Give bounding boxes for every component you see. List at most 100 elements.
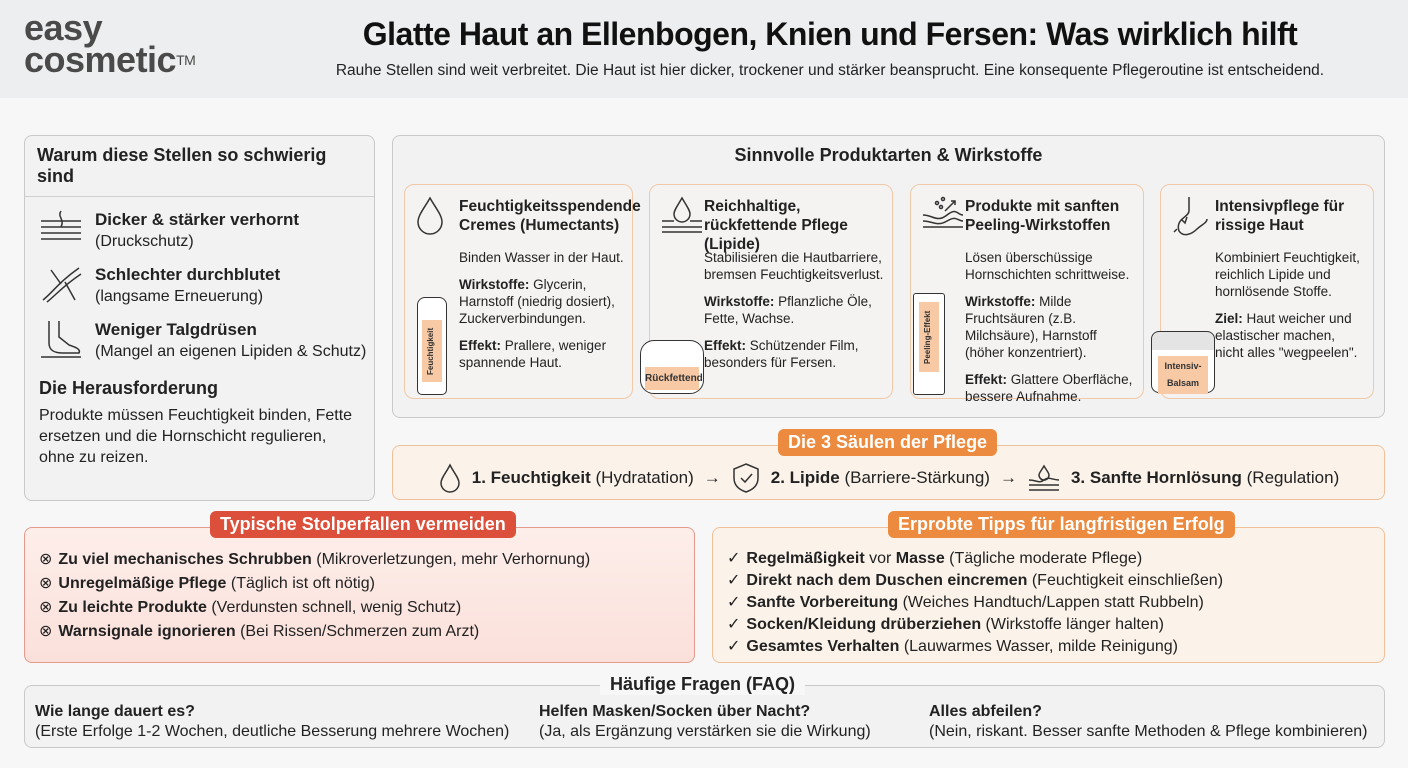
products-title: Sinnvolle Produktarten & Wirkstoffe [734,145,1043,165]
cross-circle-icon: ⊗ [39,599,53,616]
card-title: Intensivpflege für rissige Haut [1215,198,1345,234]
pitfall-text: (Täglich ist oft nötig) [226,575,375,592]
card-text: Prallere, weniger spannende Haut. [459,338,607,370]
card-text: Milde Fruchtsäuren (z.B. Milchsäure), Ha… [965,294,1097,360]
arrow-icon: → [999,468,1017,487]
faq-answer: (Erste Erfolge 1-2 Wochen, deutliche Bes… [35,723,510,740]
skin-layers-icon [41,210,81,240]
card-label: Effekt: [459,338,502,353]
logo-line2: cosmetic [24,39,177,80]
faq-answer: (Nein, riskant. Besser sanfte Methoden &… [929,723,1368,740]
pitfall-text: (Mikroverletzungen, mehr Verhornung) [311,551,591,568]
product-card: Produkte mit sanften Peeling-Wirkstoffen… [910,184,1144,404]
faq-answer: (Ja, als Ergänzung verstärken sie die Wi… [539,723,871,740]
tip-item: ✓Direkt nach dem Duschen eincremen (Feuc… [727,570,1223,592]
droplet-icon [439,463,460,493]
card-label: Ziel: [1215,311,1243,326]
faq-item: Alles abfeilen? (Nein, riskant. Besser sa… [929,702,1367,742]
tips-badge: Erprobte Tipps für langfristigen Erfolg [888,511,1235,538]
product-card: Intensivpflege für rissige Haut Kombinie… [1151,184,1374,399]
pitfall-bold: Zu leichte Produkte [58,599,207,616]
reason-text: (Druckschutz) [95,233,194,250]
card-desc: Stabilisieren die Hautbarriere, bremsen … [704,250,884,282]
logo-line1: easy [24,7,103,48]
check-icon: ✓ [727,616,741,633]
challenge-title: Die Herausforderung [39,378,219,398]
card-label: Effekt: [704,338,747,353]
product-label: Rückfettend [645,367,703,390]
skin-regulation-icon [1028,464,1059,491]
reason-item: Weniger Talgdrüsen(Mangel an eigenen Lip… [39,319,374,362]
cross-circle-icon: ⊗ [39,551,53,568]
blood-vessel-icon [42,267,82,303]
pillars-panel: 1. Feuchtigkeit (Hydratation) → 2. Lipid… [392,445,1385,500]
page-subtitle: Rauhe Stellen sind weit verbreitet. Die … [335,62,1325,79]
reason-text: (Mangel an eigenen Lipiden & Schutz) [95,343,367,360]
pitfall-item: ⊗Warnsignale ignorieren (Bei Rissen/Schm… [39,620,590,644]
pitfalls-badge: Typische Stolperfallen vermeiden [210,511,516,538]
tip-item: ✓Gesamtes Verhalten (Lauwarmes Wasser, m… [727,636,1223,658]
pitfall-item: ⊗ Zu viel mechanisches Schrubben (Mikrove… [39,548,590,572]
check-icon: ✓ [727,638,741,655]
product-card: Feuchtigkeitsspendende Cremes (Humectant… [404,184,641,399]
cross-circle-icon: ⊗ [39,575,53,592]
reason-item: Schlechter durchblutet (langsame Erneueru… [39,264,374,307]
pitfall-item: ⊗ Zu leichte Produkte (Verdunsten schnell… [39,596,590,620]
check-icon: ✓ [727,550,741,567]
foot-icon [41,321,81,358]
faq-question: Helfen Masken/Socken über Nacht? [539,703,811,720]
faq-item: Helfen Masken/Socken über Nacht? (Ja, als… [539,702,871,742]
droplet-icon [417,196,443,235]
card-text: Glattere Oberfläche, bessere Aufnahme. [965,372,1133,404]
card-text: Glycerin, Harnstoff (niedrig dosiert), Z… [459,277,615,326]
pillar-text: (Hydratation) [590,468,694,487]
pitfall-text: (Verdunsten schnell, wenig Schutz) [206,599,462,616]
logo-tm: TM [176,52,196,68]
card-title: Produkte mit sanften Peeling-Wirkstoffen [965,198,1120,234]
jar-image: Rückfettend [640,340,704,394]
reason-bold: Dicker & stärker verhornt [95,210,300,229]
pitfall-item: ⊗Unregelmäßige Pflege (Täglich ist oft n… [39,572,590,596]
product-label: Feuchtigkeit [422,320,442,382]
cracked-heel-icon [1173,197,1208,236]
pillar-bold: 2. Lipide [770,468,840,487]
tube-image: Peeling-Effekt [913,293,945,395]
tip-text: (Lauwarmes Wasser, milde Reinigung) [899,638,1178,655]
reason-text: (langsame Erneuerung) [95,288,264,305]
pillar-2: 2. Lipide (Barriere-Stärkung) [771,468,990,488]
balm-jar-image: Intensiv-Balsam [1151,331,1215,394]
tip-item: ✓Sanfte Vorbereitung (Weiches Handtuch/L… [727,592,1223,614]
faq-question: Wie lange dauert es? [35,703,195,720]
tip-item: ✓ Socken/Kleidung drüberziehen (Wirkstoff… [727,614,1223,636]
pillar-3: 3. Sanfte Hornlösung (Regulation) [1071,468,1339,488]
product-label: Peeling-Effekt [919,302,939,372]
why-title: Warum diese Stellen so schwierig sind [25,136,374,197]
reason-bold: Schlechter durchblutet [95,265,281,284]
cross-circle-icon: ⊗ [39,623,53,640]
tip-bold: Regelmäßigkeit [746,550,865,567]
card-label: Wirkstoffe: [704,294,775,309]
tip-text: (Wirkstoffe länger halten) [981,616,1164,633]
product-card: Reichhaltige, rückfettende Pflege (Lipid… [640,184,893,399]
check-icon: ✓ [727,594,741,611]
droplet-skin-icon [662,196,702,233]
faq-item: Wie lange dauert es? (Erste Erfolge 1-2 W… [35,702,509,742]
reason-item: Dicker & stärker verhornt (Druckschutz) [39,209,374,252]
tip-bold: Socken/Kleidung drüberziehen [746,616,982,633]
pitfall-bold: Warnsignale ignorieren [58,623,236,640]
page-title: Glatte Haut an Ellenbogen, Knien und Fer… [362,16,1298,52]
tip-bold: Sanfte Vorbereitung [746,594,899,611]
card-desc: Lösen überschüssige Hornschichten schrit… [965,250,1130,282]
arrow-icon: → [703,468,721,487]
faq-question: Alles abfeilen? [929,703,1042,720]
product-label: Intensiv-Balsam [1158,356,1208,394]
pitfalls-panel: ⊗ Zu viel mechanisches Schrubben (Mikrove… [24,527,695,663]
pillar-text: (Regulation) [1241,468,1340,487]
card-desc: Kombiniert Feuchtigkeit, reichlich Lipid… [1215,250,1360,299]
pitfall-bold: Zu viel mechanisches Schrubben [58,551,312,568]
card-text: Haut weicher und elastischer machen, nic… [1215,311,1358,360]
card-label: Wirkstoffe: [459,277,530,292]
why-panel: Warum diese Stellen so schwierig sind Di… [24,135,375,501]
pillar-1: 1. Feuchtigkeit (Hydratation) [472,468,694,488]
